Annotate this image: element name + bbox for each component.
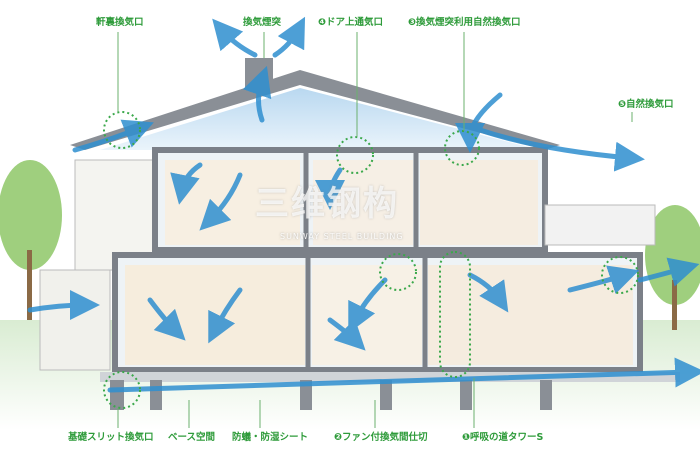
- airflow-arrows: [27, 16, 700, 393]
- label-chimney-natural-vent: ❸換気煙突利用自然換気口: [408, 17, 521, 28]
- tree-left: [0, 160, 62, 320]
- upper-room-right: [420, 160, 538, 245]
- label-breathing-tower: ❶呼吸の道タワーS: [462, 432, 544, 443]
- vent-highlights: [103, 111, 639, 409]
- watermark-logo: 三维钢构: [255, 184, 399, 224]
- side-annex: [39, 269, 111, 371]
- hall: [312, 265, 422, 365]
- watermark-subtitle: SUNWAY STEEL BUILDING: [280, 232, 404, 241]
- label-termite-moisture-sheet: 防蟻・防湿シート: [232, 432, 309, 443]
- roof: [70, 70, 560, 150]
- label-natural-vent: ❺自然換気口: [618, 99, 674, 110]
- living-room: [125, 265, 305, 365]
- label-vent-chimney: 換気煙突: [243, 17, 282, 28]
- leader-lines: [117, 32, 633, 428]
- label-fan-partition: ❷ファン付換気間仕切: [334, 432, 428, 443]
- label-door-top-vent: ❹ドア上通気口: [318, 17, 384, 28]
- label-eaves-vent: 軒裏換気口: [96, 17, 144, 28]
- label-foundation-slit-vent: 基礎スリット換気口: [68, 432, 154, 443]
- attic-air: [100, 88, 540, 150]
- base-space: [100, 372, 680, 382]
- label-base-space: ベース空間: [168, 432, 216, 443]
- foundation-piers: [110, 380, 552, 410]
- balcony: [544, 204, 656, 246]
